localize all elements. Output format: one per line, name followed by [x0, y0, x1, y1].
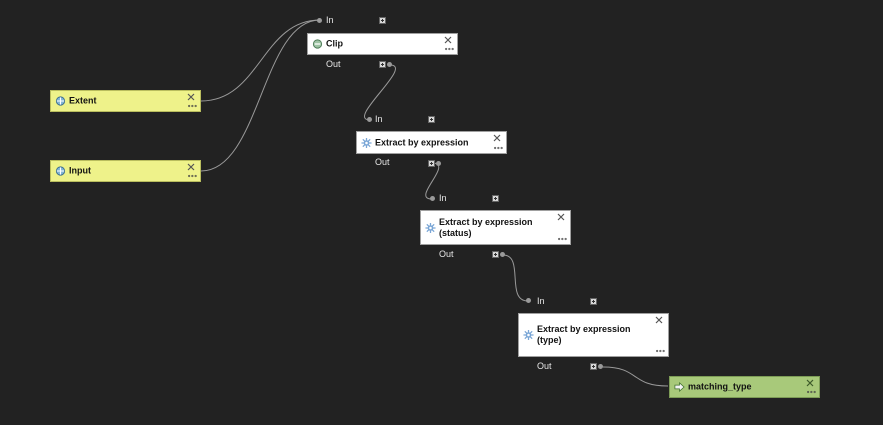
out-port-label: Out: [537, 361, 552, 371]
close-icon[interactable]: [806, 379, 814, 387]
node-extract-by-expression-type[interactable]: Extract by expression (type) ∘∘∘: [518, 313, 669, 357]
node-label: Extract by expression (status): [439, 216, 533, 238]
close-icon[interactable]: [493, 134, 501, 142]
wire-input-to-clip: [200, 19, 321, 172]
more-options-icon[interactable]: ∘∘∘: [655, 349, 665, 355]
add-output-button[interactable]: [379, 61, 386, 68]
in-port-label: In: [537, 296, 545, 306]
add-output-button[interactable]: [428, 160, 435, 167]
in-port-label: In: [326, 15, 334, 25]
close-icon[interactable]: [557, 213, 565, 221]
add-output-button[interactable]: [590, 363, 597, 370]
add-input-button[interactable]: [492, 195, 499, 202]
more-options-icon[interactable]: ∘∘∘: [444, 47, 454, 53]
output-arrow-icon: [674, 382, 685, 392]
more-options-icon[interactable]: ∘∘∘: [806, 390, 816, 396]
in-port-label: In: [375, 114, 383, 124]
node-label: Input: [69, 165, 91, 176]
node-clip[interactable]: Clip ∘∘∘: [307, 33, 458, 55]
close-icon[interactable]: [655, 316, 663, 324]
algorithm-gear-icon: [361, 137, 372, 148]
clip-algorithm-icon: [312, 39, 323, 49]
in-port-dot[interactable]: [526, 298, 531, 303]
node-matching-type-output[interactable]: matching_type ∘∘∘: [669, 376, 820, 398]
close-icon[interactable]: [187, 163, 195, 171]
parameter-input-icon: [55, 166, 66, 176]
node-label: matching_type: [688, 381, 752, 392]
wire-extent-to-clip: [200, 19, 321, 102]
close-icon[interactable]: [187, 93, 195, 101]
wire-extract2-to-extract3: [502, 254, 529, 302]
more-options-icon[interactable]: ∘∘∘: [187, 174, 197, 180]
wire-clip-to-extract1: [364, 64, 396, 121]
add-input-button[interactable]: [590, 298, 597, 305]
more-options-icon[interactable]: ∘∘∘: [493, 146, 503, 152]
add-input-button[interactable]: [379, 17, 386, 24]
out-port-dot[interactable]: [436, 161, 441, 166]
close-icon[interactable]: [444, 36, 452, 44]
node-label: Clip: [326, 38, 343, 49]
add-output-button[interactable]: [492, 251, 499, 258]
in-port-dot[interactable]: [367, 117, 372, 122]
in-port-dot[interactable]: [317, 18, 322, 23]
out-port-label: Out: [375, 157, 390, 167]
node-extract-by-expression-status[interactable]: Extract by expression (status) ∘∘∘: [420, 210, 571, 245]
node-label: Extract by expression: [375, 137, 469, 147]
node-label: Extent: [69, 95, 97, 106]
out-port-label: Out: [326, 59, 341, 69]
out-port-dot[interactable]: [387, 62, 392, 67]
node-input[interactable]: Input ∘∘∘: [50, 160, 201, 182]
out-port-dot[interactable]: [500, 252, 505, 257]
node-extent[interactable]: Extent ∘∘∘: [50, 90, 201, 112]
algorithm-gear-icon: [425, 222, 436, 233]
add-input-button[interactable]: [428, 116, 435, 123]
node-extract-by-expression[interactable]: Extract by expression ∘∘∘: [356, 131, 507, 154]
algorithm-gear-icon: [523, 329, 534, 341]
out-port-dot[interactable]: [598, 364, 603, 369]
out-port-label: Out: [439, 249, 454, 259]
parameter-input-icon: [55, 96, 66, 106]
more-options-icon[interactable]: ∘∘∘: [557, 237, 567, 243]
in-port-label: In: [439, 193, 447, 203]
wire-extract1-to-extract2: [425, 162, 440, 200]
wire-extract3-to-output: [602, 366, 669, 387]
more-options-icon[interactable]: ∘∘∘: [187, 104, 197, 110]
node-label: Extract by expression (type): [537, 324, 631, 345]
in-port-dot[interactable]: [430, 196, 435, 201]
